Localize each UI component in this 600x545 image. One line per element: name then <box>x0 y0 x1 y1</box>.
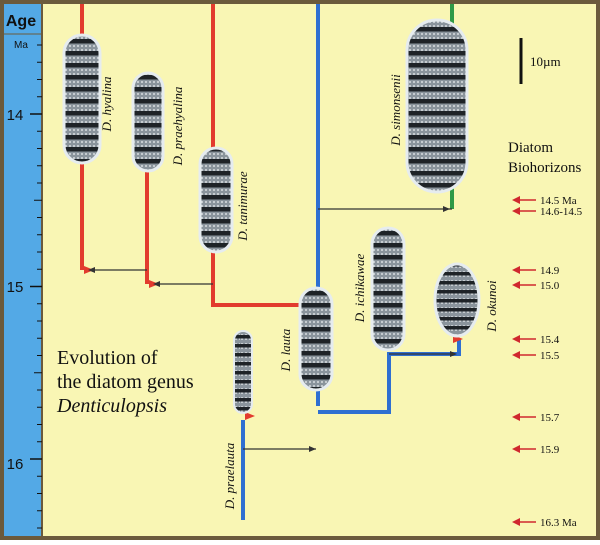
lineage-ichikawae <box>318 352 391 414</box>
label-hyalina: D. hyalina <box>99 76 114 132</box>
biohorizon-arrow-head <box>512 207 520 215</box>
biohorizon-label: 15.4 <box>540 334 560 346</box>
arrowhead-okunoi <box>450 351 457 357</box>
biohorizon-arrow-head <box>512 413 520 421</box>
age-ticks <box>30 44 42 529</box>
origin-flag-praelauta <box>245 412 255 420</box>
biohorizon-arrow-head <box>512 266 520 274</box>
figure-title-line1: Evolution of <box>57 347 158 369</box>
biohorizon-label: 14.9 <box>540 265 560 277</box>
biohorizon-label: 16.3 Ma <box>540 517 577 529</box>
connector-arrowheads <box>88 206 457 452</box>
biohorizon-marker: 15.5 <box>512 350 560 362</box>
biohorizons-title-line2: Biohorizons <box>508 160 581 176</box>
figure-title-line2: the diatom genus <box>57 371 194 393</box>
valve-hyalina <box>62 33 102 165</box>
label-praelauta: D. praelauta <box>222 442 237 510</box>
biohorizon-label: 15.5 <box>540 350 560 362</box>
age-column <box>4 4 42 536</box>
label-praehyalina: D. praehyalina <box>170 86 185 166</box>
label-tanimurae: D. tanimurae <box>235 171 250 242</box>
valve-simonsenii <box>405 18 469 194</box>
valve-ichikawae <box>370 226 406 352</box>
biohorizon-marker: 15.4 <box>512 334 560 346</box>
label-okunoi: D. okunoi <box>484 280 499 333</box>
scale-bar-label: 10µm <box>530 54 561 69</box>
label-simonsenii: D. simonsenii <box>388 74 403 147</box>
biohorizon-label: 15.9 <box>540 444 560 456</box>
arrowhead-lauta <box>309 446 316 452</box>
biohorizon-arrow-head <box>512 281 520 289</box>
label-lauta: D. lauta <box>278 328 293 372</box>
biohorizon-label: 15.0 <box>540 280 560 292</box>
valve-praelauta <box>233 330 253 414</box>
diatom-valves <box>62 18 481 414</box>
biohorizon-marker: 14.6-14.5 <box>512 206 583 218</box>
biohorizon-marker: 16.3 Ma <box>512 517 577 529</box>
age-axis-unit: Ma <box>14 40 28 51</box>
valve-okunoi <box>433 262 481 338</box>
biohorizon-arrow-head <box>512 335 520 343</box>
biohorizon-label: 14.5 Ma <box>540 195 577 207</box>
biohorizon-arrow-head <box>512 351 520 359</box>
ancestry-connectors <box>92 208 455 450</box>
valve-praehyalina <box>131 71 165 173</box>
biohorizon-marker: 15.9 <box>512 444 560 456</box>
biohorizon-arrow-head <box>512 196 520 204</box>
arrowhead-praehyalina <box>153 281 160 287</box>
biohorizon-label: 14.6-14.5 <box>540 206 583 218</box>
valve-lauta <box>298 286 334 392</box>
biohorizon-marker: 15.0 <box>512 280 560 292</box>
biohorizon-marker: 14.5 Ma <box>512 195 577 207</box>
biohorizon-arrow-head <box>512 518 520 526</box>
biohorizon-arrow-head <box>512 445 520 453</box>
biohorizon-label: 15.7 <box>540 412 560 424</box>
figure-title-line3: Denticulopsis <box>56 395 167 417</box>
age-tick-label-15: 15 <box>7 279 24 296</box>
lineage-tanimurae <box>211 4 318 307</box>
age-tick-label-14: 14 <box>7 107 24 124</box>
age-axis-title: Age <box>6 13 36 30</box>
arrowhead-hyalina <box>88 267 95 273</box>
biohorizons-title-line1: Diatom <box>508 140 553 156</box>
valve-tanimurae <box>198 146 234 254</box>
label-ichikawae: D. ichikawae <box>352 253 367 323</box>
biohorizon-marker: 14.9 <box>512 265 560 277</box>
age-tick-label-16: 16 <box>7 456 24 473</box>
species-labels: D. hyalina D. praehyalina D. tanimurae D… <box>99 74 499 510</box>
arrowhead-simonsenii <box>443 206 450 212</box>
biohorizon-marker: 15.7 <box>512 412 560 424</box>
